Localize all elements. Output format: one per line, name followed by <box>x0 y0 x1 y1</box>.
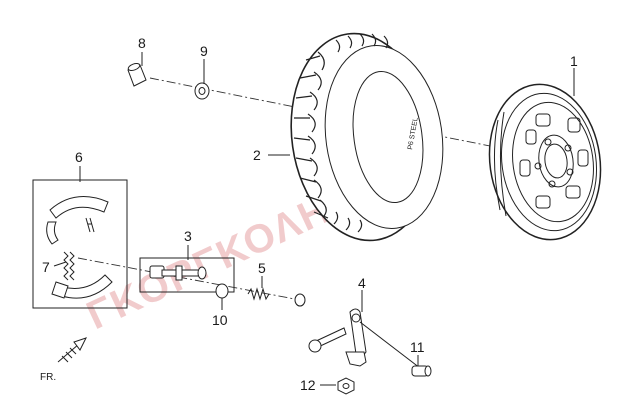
callout-6: 6 <box>75 149 83 165</box>
felt-washer <box>294 293 306 307</box>
callout-11: 11 <box>410 339 425 355</box>
callout-9: 9 <box>200 43 208 59</box>
nut <box>337 377 355 395</box>
spacer-collar <box>127 63 147 87</box>
brake-arm <box>308 308 421 369</box>
callout-10: 10 <box>212 312 228 328</box>
front-direction-arrow <box>57 337 87 363</box>
callout-12: 12 <box>300 377 316 393</box>
callout-4: 4 <box>358 275 366 291</box>
callout-2: 2 <box>253 147 261 163</box>
callout-8: 8 <box>138 35 146 51</box>
wheel-rim <box>488 83 602 241</box>
brake-centerline <box>77 257 301 301</box>
return-spring <box>247 287 270 301</box>
tire: P6 STEEL <box>290 32 444 242</box>
pin <box>411 365 432 377</box>
o-ring <box>215 283 229 299</box>
washer <box>194 82 210 100</box>
callout-5: 5 <box>258 260 266 276</box>
callout-1: 1 <box>570 53 578 69</box>
brake-spring <box>63 251 75 281</box>
callout-3: 3 <box>184 228 192 244</box>
callout-7: 7 <box>42 259 50 275</box>
brake-cam <box>149 265 207 281</box>
direction-label: FR. <box>40 372 56 383</box>
brake-shoes <box>46 196 113 299</box>
brake-cam-box <box>139 257 235 293</box>
leader-lines <box>53 52 575 386</box>
